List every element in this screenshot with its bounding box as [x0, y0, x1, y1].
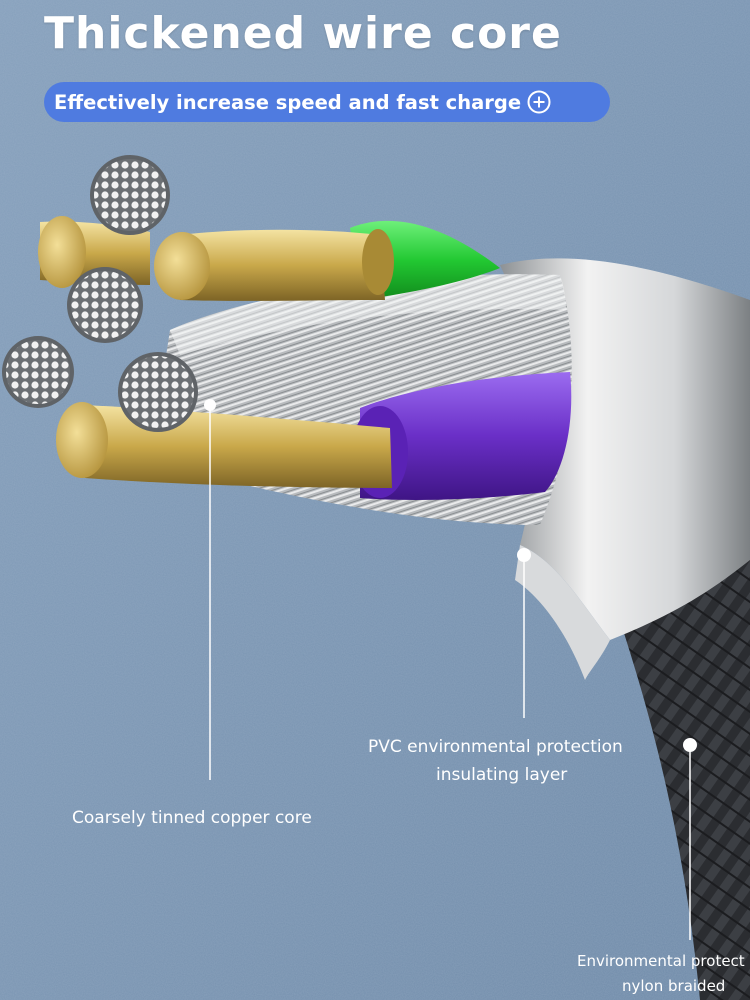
- subtitle-pill: Effectively increase speed and fast char…: [44, 82, 610, 122]
- copper-core-label: Coarsely tinned copper core: [72, 808, 312, 828]
- gold-conductor-top: [180, 229, 385, 301]
- purple-conductor: [360, 372, 572, 500]
- nylon-label-line2: nylon braided: [622, 977, 726, 995]
- tinned-strand-ends: [2, 155, 198, 432]
- plus-circle-icon: [527, 90, 551, 114]
- subtitle-text: Effectively increase speed and fast char…: [54, 90, 522, 114]
- page-title: Thickened wire core: [44, 8, 562, 59]
- subtitle-pill-bg: [44, 82, 610, 122]
- pvc-label-line1: PVC environmental protection: [368, 737, 623, 757]
- nylon-label-line1: Environmental protect: [577, 952, 745, 970]
- pvc-label-line2: insulating layer: [436, 765, 568, 785]
- annotation-leaders: [204, 399, 697, 940]
- nylon-braid-jacket: [600, 520, 750, 1000]
